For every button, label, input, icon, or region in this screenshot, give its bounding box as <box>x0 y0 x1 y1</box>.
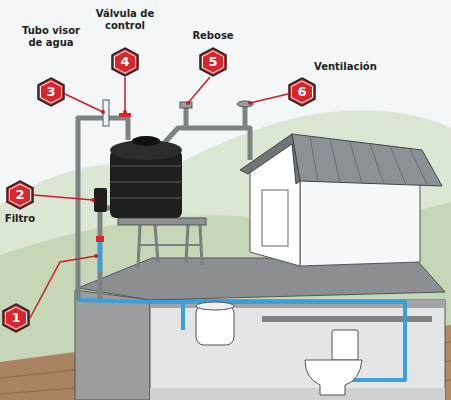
part-label: Rebose <box>183 30 243 42</box>
shed-door <box>262 190 288 246</box>
hexagon-outline <box>112 48 138 76</box>
callout-number: 4 <box>111 47 139 77</box>
callout-number: 1 <box>2 303 30 333</box>
water-pipes <box>78 238 405 380</box>
callout-marker: Válvula de control4 <box>111 47 139 77</box>
water-heater <box>196 305 234 345</box>
part-label: Filtro <box>0 213 45 225</box>
corrugated-roof <box>292 134 442 186</box>
roof-slab <box>78 258 445 300</box>
callout-number: 6 <box>288 77 316 107</box>
hexagon-outline <box>200 48 226 76</box>
leader-dots <box>91 101 252 258</box>
tank-stand <box>138 225 202 268</box>
heater-top <box>196 302 234 310</box>
part-label: Válvula de control <box>92 8 158 32</box>
hexagon-outline <box>289 78 315 106</box>
shed-side-wall <box>300 180 420 266</box>
hexagon-outline <box>38 78 64 106</box>
callout-number: 2 <box>6 180 34 210</box>
roof-ribs <box>310 137 428 186</box>
callout-marker: 1 <box>2 303 30 333</box>
wood-deck <box>0 352 75 400</box>
tank-lid <box>132 136 160 146</box>
callout-number: 3 <box>37 77 65 107</box>
water-tank <box>110 150 182 218</box>
hexagon-outline <box>7 181 33 209</box>
filter <box>94 188 107 212</box>
side-wall <box>75 290 150 400</box>
callout-marker: 2Filtro <box>6 180 34 210</box>
part-label: Tubo visor de agua <box>21 25 81 49</box>
stand-platform <box>118 218 206 225</box>
far-hill <box>0 110 451 400</box>
valve-handle <box>96 236 104 242</box>
floor <box>150 388 445 400</box>
interior-cutaway <box>150 300 445 400</box>
toilet-tank <box>332 330 358 360</box>
overflow-cap <box>180 102 192 108</box>
hexagon-outline <box>3 304 29 332</box>
grey-pipes <box>78 106 250 300</box>
tank-ribs <box>111 166 181 198</box>
callout-number: 5 <box>199 47 227 77</box>
vent-cap <box>237 101 253 107</box>
part-label: Ventilación <box>314 61 394 73</box>
toilet-bowl <box>305 360 362 395</box>
callout-marker: Ventilación6 <box>288 77 316 107</box>
callout-marker: Tubo visor de agua3 <box>37 77 65 107</box>
leader-lines <box>30 77 288 318</box>
callout-marker: Rebose5 <box>199 47 227 77</box>
